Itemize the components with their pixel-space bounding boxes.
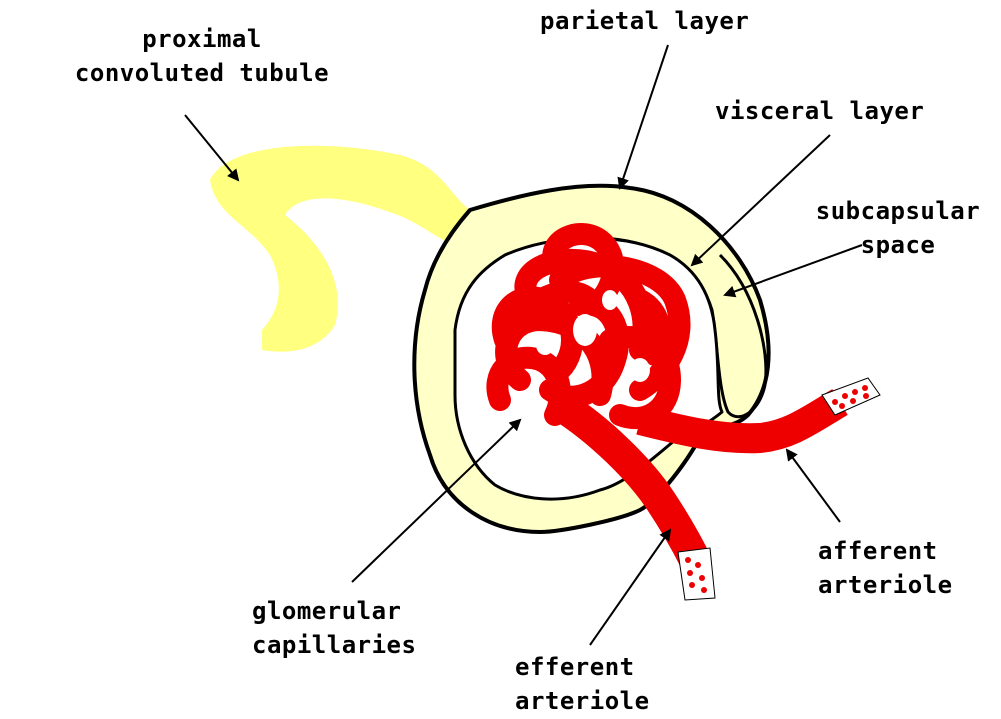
label-efferent-arteriole: efferent arteriole — [515, 650, 650, 718]
label-afferent-arteriole: afferent arteriole — [818, 534, 953, 602]
label-proximal-convoluted-tubule: proximal convoluted tubule — [12, 22, 392, 90]
pointer-parietal — [620, 45, 668, 188]
pointer-proximal — [185, 115, 238, 180]
label-proximal-line1: proximal — [12, 22, 392, 56]
label-proximal-line2: convoluted tubule — [12, 56, 392, 90]
label-parietal-layer: parietal layer — [540, 4, 749, 38]
label-subcapsular-space: subcapsular space — [800, 194, 996, 262]
label-visceral-layer: visceral layer — [715, 94, 924, 128]
efferent-arteriole-cut-end — [678, 548, 715, 600]
label-glomerular-capillaries: glomerular capillaries — [252, 594, 416, 662]
pointer-efferent — [590, 530, 670, 645]
pointer-afferent — [787, 450, 840, 522]
